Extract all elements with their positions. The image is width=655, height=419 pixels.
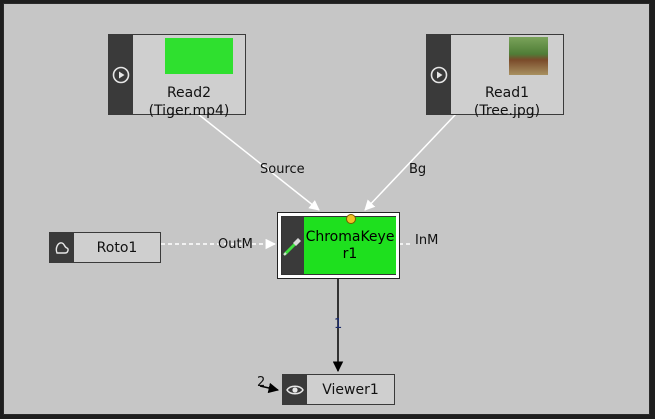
read2-file: (Tiger.mp4)	[148, 103, 230, 119]
edge-source[interactable]	[197, 113, 320, 211]
play-icon	[430, 66, 448, 83]
read2-thumbnail	[165, 38, 233, 74]
read1-name: Read1	[484, 85, 530, 101]
edge-label-bg: Bg	[409, 162, 427, 177]
roto1-label: Roto1	[96, 239, 138, 256]
edge-label-inm: InM	[415, 233, 439, 248]
edge-label-viewer-extra-input: 2	[257, 375, 266, 390]
node-viewer1[interactable]: Viewer1	[282, 374, 395, 405]
read1-label: Read1 (Tree.jpg)	[451, 84, 563, 120]
read2-body: Read2 (Tiger.mp4)	[133, 35, 245, 119]
chromakeyer1-body: ChromaKeyer1	[304, 217, 396, 274]
node-read2[interactable]: Read2 (Tiger.mp4)	[108, 34, 246, 119]
node-roto1[interactable]: Roto1	[49, 232, 161, 263]
mask-input-dot[interactable]	[346, 214, 356, 224]
read2-label: Read2 (Tiger.mp4)	[133, 84, 245, 120]
roto1-gutter	[50, 233, 74, 262]
read2-gutter	[109, 35, 133, 114]
edge-layer	[161, 113, 457, 394]
read1-thumbnail	[509, 37, 548, 75]
play-icon	[112, 66, 130, 83]
chromakeyer1-gutter	[282, 217, 304, 274]
roto-shape-icon	[55, 241, 69, 254]
edge-viewer-extra-input[interactable]	[259, 382, 280, 394]
read2-name: Read2	[166, 85, 212, 101]
edge-label-outm: OutM	[218, 237, 253, 252]
eye-icon	[286, 385, 304, 394]
roto1-body: Roto1	[74, 233, 160, 262]
eyedropper-icon	[283, 237, 301, 256]
viewer1-label: Viewer1	[322, 381, 379, 398]
read1-gutter	[427, 35, 451, 114]
read1-body: Read1 (Tree.jpg)	[451, 35, 563, 119]
edge-label-source: Source	[260, 162, 305, 177]
node-read1[interactable]: Read1 (Tree.jpg)	[426, 34, 564, 119]
read1-file: (Tree.jpg)	[473, 103, 541, 119]
node-graph-canvas[interactable]: Read2 (Tiger.mp4) Read1 (Tree.jpg)	[3, 3, 650, 415]
viewer1-body: Viewer1	[307, 375, 394, 404]
chromakeyer1-inner: ChromaKeyer1	[281, 216, 396, 275]
edge-bg[interactable]	[364, 113, 457, 211]
edge-label-viewer-input: 1	[334, 317, 343, 332]
viewer1-gutter	[283, 375, 307, 404]
chromakeyer1-label: ChromaKeyer1	[305, 228, 395, 262]
node-chromakeyer1[interactable]: ChromaKeyer1	[277, 212, 400, 279]
